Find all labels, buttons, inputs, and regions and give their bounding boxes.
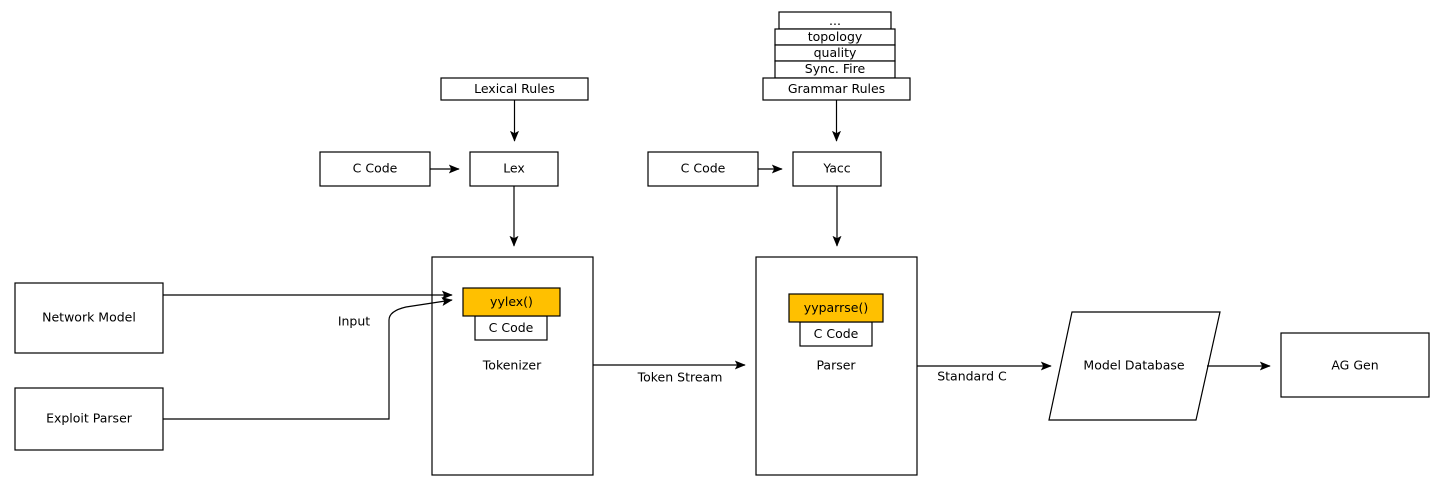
edge-input-label: Input xyxy=(338,314,370,329)
parser-box[interactable] xyxy=(755,256,918,476)
c-code-parser-label: C Code xyxy=(814,326,859,341)
grammar-stack-item-1-label: topology xyxy=(808,29,863,44)
tokenizer-label: Tokenizer xyxy=(482,358,542,373)
lexical-rules-label: Lexical Rules xyxy=(474,81,555,96)
ag-gen-label: AG Gen xyxy=(1331,358,1378,373)
model-database-node: Model Database xyxy=(1048,311,1221,421)
model-database-label: Model Database xyxy=(1083,358,1184,373)
c-code-lex-label: C Code xyxy=(353,161,398,176)
edge-standard-c-label: Standard C xyxy=(937,369,1007,384)
yylex-label: yylex() xyxy=(490,294,533,309)
yyparrse-label: yyparrse() xyxy=(804,300,868,315)
model-database-shape[interactable] xyxy=(1048,311,1221,421)
c-code-yacc-label: C Code xyxy=(681,161,726,176)
grammar-stack-item-0-label: ... xyxy=(829,13,841,28)
edge-exploit-parser-to-yylex xyxy=(163,297,453,420)
grammar-rules-stack: ... topology quality Sync. Fire Grammar … xyxy=(762,11,911,101)
yyparrse-box[interactable] xyxy=(788,293,884,323)
lex-box[interactable] xyxy=(469,151,559,187)
exploit-parser-box[interactable] xyxy=(14,387,164,451)
c-code-yacc-node: C Code xyxy=(647,151,759,187)
parser-label: Parser xyxy=(816,358,856,373)
network-model-box[interactable] xyxy=(14,282,164,354)
yylex-box[interactable] xyxy=(462,287,561,317)
network-model-label: Network Model xyxy=(42,310,136,325)
parser-container: C Code yyparrse() Parser xyxy=(755,256,918,476)
exploit-parser-label: Exploit Parser xyxy=(46,411,133,426)
yacc-label: Yacc xyxy=(822,161,850,176)
c-code-tokenizer-label: C Code xyxy=(489,320,534,335)
c-code-parser-box[interactable] xyxy=(799,321,873,347)
lexical-rules-node: Lexical Rules xyxy=(440,77,589,101)
grammar-stack-item-3-label: Sync. Fire xyxy=(805,61,866,76)
exploit-parser-node: Exploit Parser xyxy=(14,387,164,451)
c-code-lex-node: C Code xyxy=(319,151,431,187)
grammar-stack-item-2-label: quality xyxy=(814,45,857,60)
lex-node: Lex xyxy=(469,151,559,187)
edge-token-stream-label: Token Stream xyxy=(637,370,723,385)
lex-label: Lex xyxy=(503,161,525,176)
yacc-box[interactable] xyxy=(792,151,882,187)
ag-gen-box[interactable] xyxy=(1280,332,1430,398)
yacc-node: Yacc xyxy=(792,151,882,187)
network-model-node: Network Model xyxy=(14,282,164,354)
ag-gen-node: AG Gen xyxy=(1280,332,1430,398)
grammar-rules-label: Grammar Rules xyxy=(788,81,885,96)
tokenizer-container: C Code yylex() Tokenizer xyxy=(431,256,594,476)
